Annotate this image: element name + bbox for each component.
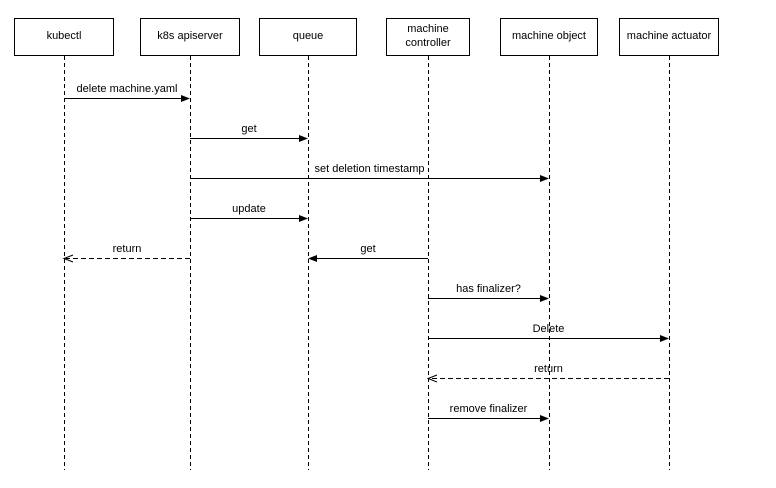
message-label: remove finalizer <box>449 403 528 415</box>
actor-label: k8s apiserver <box>157 30 223 43</box>
open-arrowhead-icon <box>426 374 438 383</box>
actor-label: machine actuator <box>626 30 712 43</box>
message-label: get <box>241 123 257 135</box>
message-label: Delete <box>532 323 565 335</box>
actor-machine-controller: machine controller <box>386 18 470 56</box>
filled-arrowhead-icon <box>540 295 549 302</box>
actor-machine-object: machine object <box>500 18 598 56</box>
actor-kubectl: kubectl <box>14 18 114 56</box>
actor-label: machine object <box>512 30 586 43</box>
filled-arrowhead-icon <box>660 335 669 342</box>
message-label: return <box>534 363 563 375</box>
message-label: has finalizer? <box>456 283 521 295</box>
message-label: update <box>232 203 266 215</box>
filled-arrowhead-icon <box>540 415 549 422</box>
message-label: set deletion timestamp <box>314 163 425 175</box>
filled-arrowhead-icon <box>540 175 549 182</box>
filled-arrowhead-icon <box>299 135 308 142</box>
filled-arrowhead-icon <box>308 255 317 262</box>
filled-arrowhead-icon <box>181 95 190 102</box>
actor-label: machine controller <box>405 23 451 49</box>
open-arrowhead-icon <box>62 254 74 263</box>
actor-label: queue <box>292 30 324 43</box>
actor-machine-actuator: machine actuator <box>619 18 719 56</box>
actor-label: kubectl <box>46 30 82 43</box>
actor-queue: queue <box>259 18 357 56</box>
message-label: get <box>360 243 376 255</box>
actor-k8s-apiserver: k8s apiserver <box>140 18 240 56</box>
message-label: return <box>112 243 142 255</box>
filled-arrowhead-icon <box>299 215 308 222</box>
message-label: delete machine.yaml <box>76 83 178 95</box>
